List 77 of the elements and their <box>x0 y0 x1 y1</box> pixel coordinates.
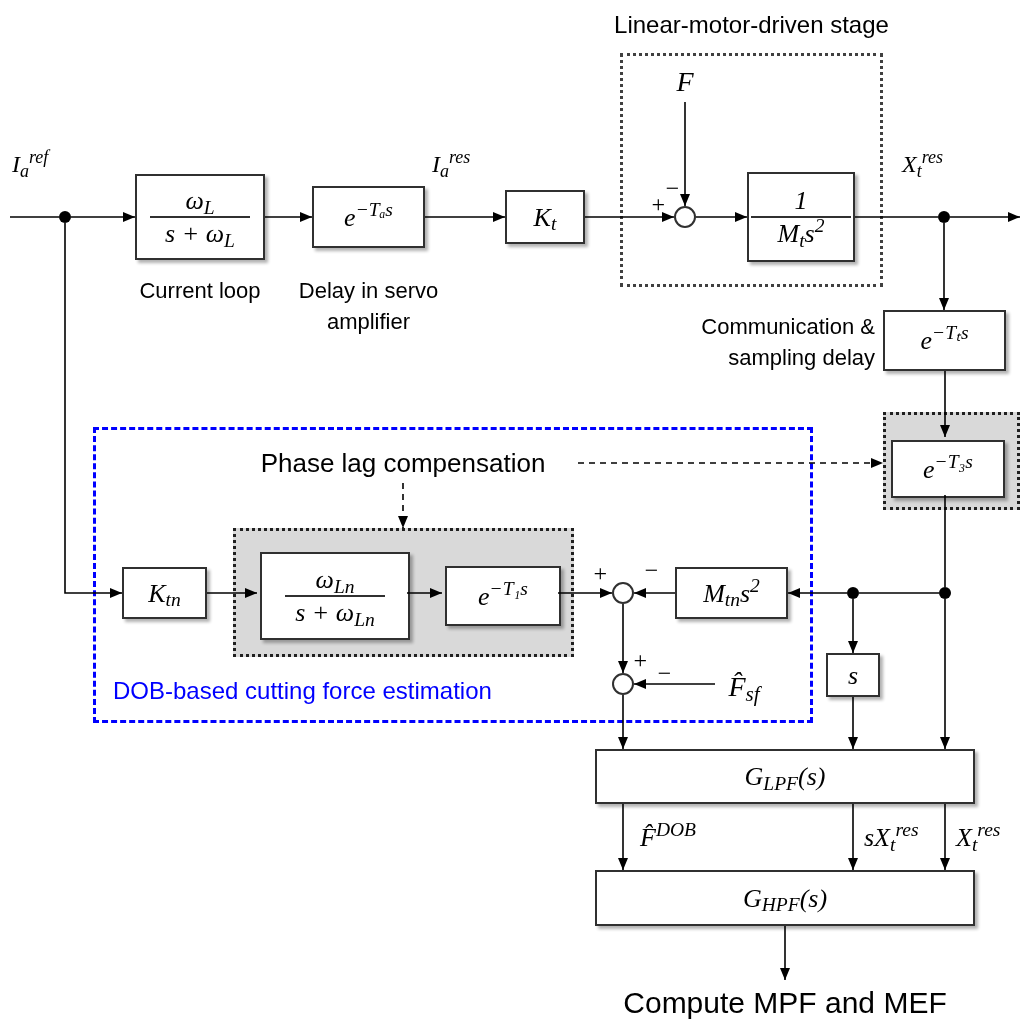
signal-label: F̂$_{sf}$ <box>728 670 760 708</box>
signal-arrow <box>848 803 858 871</box>
sign-label: + <box>592 561 609 585</box>
signal-arrow <box>264 212 313 222</box>
sign-label: − <box>664 176 681 200</box>
sign-label: − <box>656 661 673 685</box>
transfer-block <box>826 653 880 697</box>
signal-arrow <box>618 694 628 750</box>
signal-arrow <box>949 212 1021 222</box>
signal-label: F <box>676 65 694 99</box>
signal-arrow <box>940 598 950 750</box>
block-expression: e$^{−Tₜs}$ <box>920 321 969 357</box>
delay-block <box>891 440 1005 498</box>
block-expression: K$_{t}$ <box>533 201 557 237</box>
branch-point <box>59 211 71 223</box>
branch-point <box>939 587 951 599</box>
signal-arrow <box>584 212 675 222</box>
fraction-denominator: M$_{t}$s$^{2}$ <box>777 218 825 250</box>
filter-block <box>595 749 975 804</box>
signal-arrow <box>787 588 848 598</box>
group-title: DOB-based cutting force estimation <box>113 676 492 706</box>
fraction-numerator: ω$_{Ln}$ <box>285 563 385 597</box>
signal-arrow <box>406 588 443 598</box>
signal-arrow <box>618 803 628 871</box>
sign-label: + <box>632 648 649 672</box>
block-expression: e$^{−Tₐs}$ <box>344 197 393 234</box>
signal-arrow <box>848 696 858 750</box>
signal-arrow <box>940 803 950 871</box>
signal-arrow <box>206 588 258 598</box>
fraction-denominator: s + ω$_{L}$ <box>165 218 235 250</box>
compensation-frame <box>233 528 574 657</box>
signal-arrow <box>680 101 690 207</box>
block-expression: M$_{tn}$s$^{2}$ <box>703 573 760 613</box>
signal-arrow <box>848 598 858 654</box>
fraction-denominator: s + ω$_{Ln}$ <box>295 597 375 629</box>
filter-block <box>595 870 975 926</box>
signal-arrow <box>633 588 676 598</box>
delay-block <box>445 566 561 626</box>
sign-label: + <box>650 192 667 216</box>
block-expression: G$_{LPF}$(s) <box>744 761 826 796</box>
signal-arrow <box>70 212 136 222</box>
signal-arrow <box>64 222 123 598</box>
block-expression: e$^{−T₃s}$ <box>923 449 973 486</box>
signal-arrow <box>780 925 790 981</box>
signal-arrow <box>695 212 748 222</box>
branch-point <box>847 587 859 599</box>
block-caption: Communication & sampling delay <box>700 313 875 372</box>
signal-arrow <box>940 370 950 438</box>
signal-arrow <box>557 588 613 598</box>
transfer-block <box>260 552 410 640</box>
block-expression: e$^{−T₁s}$ <box>478 576 528 613</box>
signal-arrow <box>633 679 716 689</box>
block-caption: Current loop <box>138 277 262 305</box>
transfer-block <box>675 567 788 619</box>
block-expression: G$_{HPF}$(s) <box>742 882 828 918</box>
summing-junction <box>612 673 634 695</box>
fraction-numerator: ω$_{L}$ <box>150 184 250 218</box>
block-expression: s <box>847 659 859 692</box>
signal-arrow <box>618 603 628 674</box>
block-expression: K$_{tn}$ <box>148 577 181 613</box>
block-caption: Delay in servo amplifier <box>297 277 440 336</box>
dashed-arrow <box>398 482 408 529</box>
signal-arrow <box>939 222 949 311</box>
gain-block <box>505 190 585 244</box>
dashed-arrow <box>577 458 884 468</box>
annotation-text: Phase lag compensation <box>260 446 546 480</box>
summing-junction <box>612 582 634 604</box>
summing-junction <box>674 206 696 228</box>
branch-point <box>938 211 950 223</box>
output-text: Compute MPF and MEF <box>623 984 947 1021</box>
sign-label: − <box>643 558 660 582</box>
group-title: Linear-motor-driven stage <box>613 10 890 40</box>
signal-arrow <box>424 212 506 222</box>
compensation-frame <box>883 412 1020 510</box>
fraction-numerator: 1 <box>751 184 851 218</box>
transfer-block <box>747 172 855 262</box>
gain-block <box>122 567 207 619</box>
